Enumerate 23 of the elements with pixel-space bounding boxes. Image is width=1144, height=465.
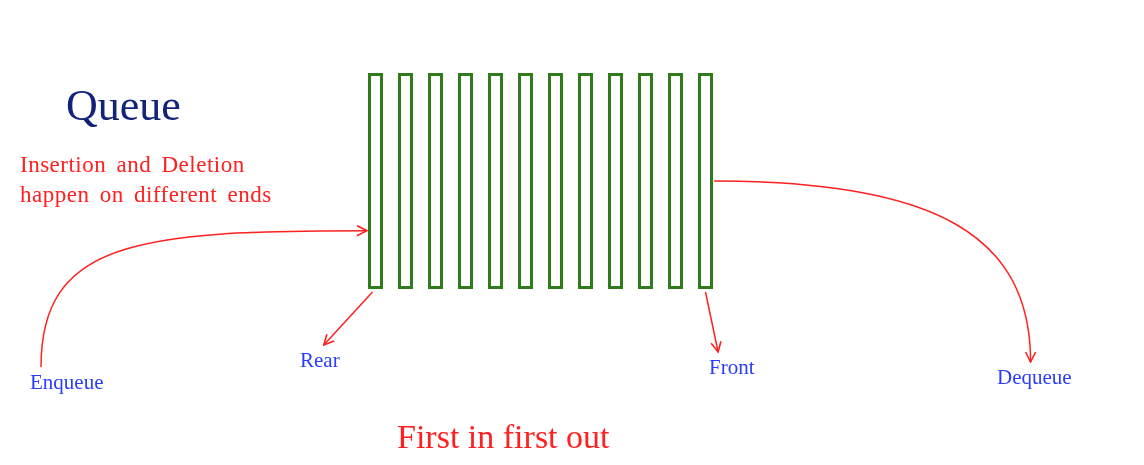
caption: First in first out xyxy=(397,418,610,456)
arrow xyxy=(323,291,374,346)
note-text: Insertion and Deletion happen on different ends xyxy=(20,151,273,209)
queue-slot xyxy=(668,73,683,289)
queue-slot xyxy=(548,73,563,289)
arrow xyxy=(713,180,1036,363)
node-label: Enqueue xyxy=(30,370,104,395)
arrow xyxy=(704,291,722,353)
queue-slot xyxy=(638,73,653,289)
queue-slot xyxy=(368,73,383,289)
queue-slot xyxy=(608,73,623,289)
node-label: Dequeue xyxy=(997,365,1072,390)
node-label: Rear xyxy=(300,348,340,373)
queue-slot xyxy=(698,73,713,289)
queue-slot xyxy=(428,73,443,289)
title: Queue xyxy=(66,80,181,131)
arrow xyxy=(40,224,368,368)
queue-slot xyxy=(518,73,533,289)
node-label: Front xyxy=(709,355,755,380)
queue-slot xyxy=(488,73,503,289)
queue-slot xyxy=(398,73,413,289)
queue-slot xyxy=(458,73,473,289)
queue-slot xyxy=(578,73,593,289)
